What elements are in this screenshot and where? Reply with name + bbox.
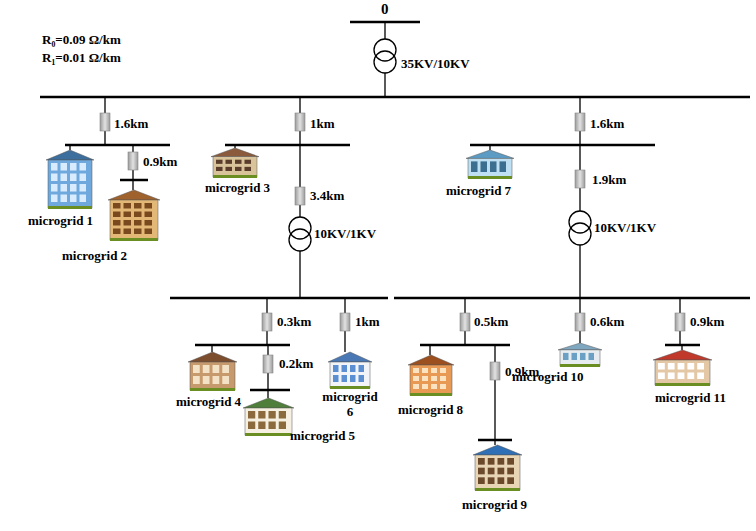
microgrid-label: microgrid 10 <box>512 369 586 385</box>
feeder-line <box>267 390 268 398</box>
microgrid-name: microgrid 7 <box>446 183 514 198</box>
microgrid-name: microgrid 2 <box>62 248 130 263</box>
microgrid-icon <box>46 150 94 209</box>
line-label: 1.6km <box>114 116 148 131</box>
line-label: 0.3km <box>277 314 311 329</box>
line-segment <box>263 355 273 373</box>
microgrid-icon <box>108 190 160 241</box>
feeder-line <box>429 345 430 355</box>
line-label: 0.2km <box>279 356 313 371</box>
microgrid-name: microgrid 9 <box>462 497 530 512</box>
microgrid-icon <box>558 343 602 367</box>
feeder-line <box>234 145 235 148</box>
transformer-symbol <box>289 229 311 251</box>
transformer-symbol <box>289 217 311 239</box>
line-label: 3.4km <box>310 188 344 203</box>
microgrid-name: microgrid 5 <box>290 428 358 443</box>
microgrid-icon <box>243 398 294 436</box>
line-segment <box>295 113 305 131</box>
feeder-line <box>211 345 212 352</box>
microgrid-label: microgrid 1 <box>28 213 96 229</box>
microgrid-label: microgrid 6 <box>318 389 382 420</box>
transformer-symbol <box>374 51 396 73</box>
transformer-symbol <box>569 211 591 233</box>
line-label: 0.5km <box>474 314 508 329</box>
line-segment <box>490 362 500 380</box>
microgrid-name: microgrid 1 <box>28 213 96 228</box>
bus-bar <box>65 144 170 147</box>
bus-bar <box>394 297 750 300</box>
microgrid-label: microgrid 3 <box>205 180 273 196</box>
feeder-line <box>299 251 300 298</box>
line-segment <box>575 170 585 188</box>
microgrid-name: microgrid 3 <box>205 180 273 195</box>
transformer-symbol <box>374 39 396 61</box>
line-segment <box>295 187 305 205</box>
line-segment <box>675 313 685 331</box>
feeder-line <box>69 145 70 150</box>
microgrid-name: microgrid 10 <box>512 369 586 384</box>
bus-bar <box>170 297 388 300</box>
microgrid-label: microgrid 5 <box>290 428 358 444</box>
line-label: 0.9km <box>690 314 724 329</box>
bus-bar <box>40 96 750 99</box>
line-segment <box>460 313 470 331</box>
feeder-line <box>681 345 682 350</box>
line-segment <box>128 152 138 170</box>
bus-bar <box>420 344 510 347</box>
line-label: 1.9km <box>592 172 626 187</box>
microgrid-icon <box>473 445 522 491</box>
microgrid-icon <box>211 148 259 178</box>
bus-bar <box>120 179 148 182</box>
bus-number: 0 <box>381 2 389 17</box>
line-segment <box>262 313 272 331</box>
microgrid-label: microgrid 2 <box>62 248 130 264</box>
line-label: 35KV/10KV <box>401 56 470 71</box>
microgrid-name: microgrid 6 <box>318 389 382 419</box>
resistance-note: R₀=0.09 Ω/km <box>42 32 121 47</box>
line-label: 10KV/1KV <box>594 220 656 235</box>
microgrid-name: microgrid 11 <box>655 390 728 405</box>
microgrid-icon <box>408 355 454 396</box>
microgrid-icon <box>653 350 712 386</box>
microgrid-icon <box>188 352 237 391</box>
line-label: 10KV/1KV <box>314 226 376 241</box>
line-segment <box>575 313 585 331</box>
feeder-line <box>494 440 495 445</box>
microgrid-label: microgrid 11 <box>655 390 728 406</box>
feeder-line <box>132 180 133 190</box>
feeder-line <box>384 22 385 39</box>
resistance-note: R₁=0.01 Ω/km <box>42 50 121 65</box>
line-label: 1km <box>355 314 380 329</box>
microgrid-label: microgrid 8 <box>398 402 466 418</box>
bus-bar <box>195 344 290 347</box>
feeder-line <box>299 145 300 217</box>
microgrid-icon <box>466 150 514 179</box>
line-segment <box>340 313 350 331</box>
line-label: 0.6km <box>590 314 624 329</box>
microgrid-label: microgrid 4 <box>176 394 244 410</box>
feeder-line <box>384 73 385 97</box>
feeder-line <box>489 145 490 150</box>
feeder-line <box>494 345 495 440</box>
bus-bar <box>470 144 655 147</box>
microgrid-icon <box>328 352 372 389</box>
line-label: 1km <box>310 116 335 131</box>
bus-bar <box>225 144 350 147</box>
line-label: 0.9km <box>143 154 177 169</box>
line-label: 1.6km <box>590 116 624 131</box>
line-segment <box>100 113 110 131</box>
microgrid-label: microgrid 9 <box>462 497 530 513</box>
microgrid-label: microgrid 7 <box>446 183 514 199</box>
microgrid-name: microgrid 8 <box>398 402 466 417</box>
transformer-symbol <box>569 223 591 245</box>
line-segment <box>575 113 585 131</box>
bus-bar <box>250 389 290 392</box>
microgrid-name: microgrid 4 <box>176 394 244 409</box>
feeder-line <box>579 245 580 298</box>
